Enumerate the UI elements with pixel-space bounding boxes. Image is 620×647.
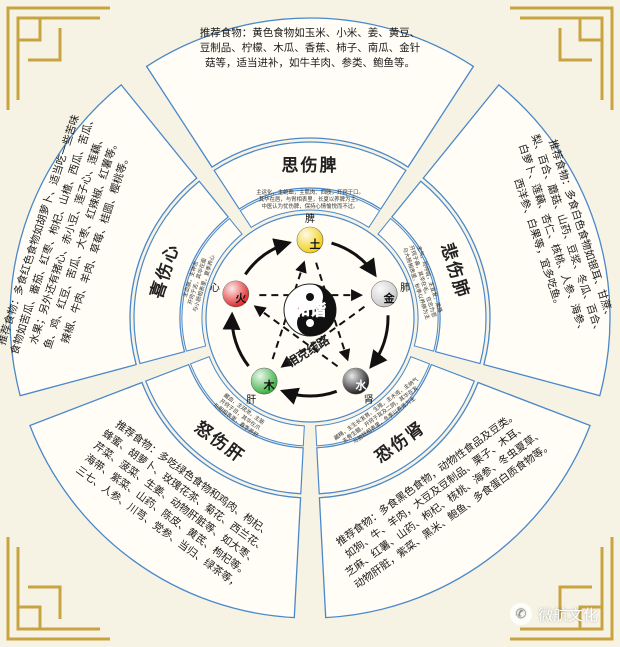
fire-ball-sheen bbox=[222, 280, 249, 307]
food-line-group: 豆制品、柠檬、木瓜、香蕉、柿子、南瓜、金针 bbox=[200, 41, 421, 54]
title-sector bbox=[316, 363, 476, 495]
food-line: 推荐食物：黄色食物如玉米、小米、姜、黄豆、 bbox=[200, 26, 421, 39]
water-ball-sheen bbox=[342, 368, 369, 395]
outer-sector bbox=[318, 381, 591, 619]
metal-ball-sheen bbox=[371, 280, 398, 307]
earth-ball-sheen bbox=[297, 227, 323, 253]
inner-line: 主运化，主统血，主肌肉、四肢，开窍于口。 bbox=[256, 188, 364, 196]
ring-layers bbox=[9, 17, 611, 619]
inner-line-group: 中医认为忧伤脾，保持心情愉悦而不过。 bbox=[261, 202, 358, 210]
sector-title-top: 思伤脾 bbox=[282, 155, 339, 176]
generation-arrow bbox=[222, 311, 250, 367]
title-sector bbox=[133, 180, 230, 365]
center-title: 和谐 bbox=[294, 300, 326, 319]
generation-arrow bbox=[244, 238, 292, 276]
food-line: 菇等，适当进补，如牛羊肉、参类、鲍鱼等。 bbox=[205, 56, 415, 69]
food-line-group: 菇等，适当进补，如牛羊肉、参类、鲍鱼等。 bbox=[205, 56, 415, 69]
water-char: 水 bbox=[355, 378, 367, 392]
inner-line-group: 其华在唇，与胃相表里，长夏以养脾为主。 bbox=[259, 195, 361, 203]
metal-char: 金 bbox=[383, 291, 396, 305]
generation-arrow bbox=[369, 315, 390, 369]
restraint-arrow bbox=[280, 305, 366, 368]
title-sector bbox=[144, 363, 304, 495]
wechat-icon: ✆ bbox=[509, 603, 532, 625]
outer-sector bbox=[422, 83, 611, 397]
inner-sector bbox=[377, 217, 439, 352]
earth-char: 土 bbox=[310, 237, 321, 251]
inner-line-group: 主运化，主统血，主肌肉、四肢，开窍于口。 bbox=[256, 188, 364, 196]
inner-line: 中医认为忧伤脾，保持心情愉悦而不过。 bbox=[261, 202, 358, 210]
inner-sector bbox=[239, 189, 381, 229]
wood-organ: 肝 bbox=[246, 394, 256, 406]
watermark: ✆ 微航文化 bbox=[509, 603, 598, 625]
inner-sector bbox=[315, 356, 431, 447]
generation-arrow bbox=[331, 241, 377, 278]
restraint-arrow bbox=[253, 305, 339, 368]
food-line-group: 推荐食物：黄色食物如玉米、小米、姜、黄豆、 bbox=[200, 26, 421, 39]
food-line: 豆制品、柠檬、木瓜、香蕉、柿子、南瓜、金针 bbox=[200, 41, 421, 54]
taiji-dot bbox=[306, 319, 314, 327]
earth-organ: 脾 bbox=[305, 212, 315, 225]
outer-sector bbox=[145, 17, 475, 168]
outer-sector bbox=[29, 381, 302, 619]
title-sector bbox=[390, 180, 487, 365]
wood-char: 木 bbox=[263, 378, 276, 392]
sector-title-group: 思伤脾 bbox=[282, 155, 339, 176]
corner-frame bbox=[6, 6, 614, 641]
fire-organ: 心 bbox=[210, 282, 220, 294]
inner-line: 其华在唇，与胃相表里，长夏以养脾为主。 bbox=[259, 195, 361, 203]
generation-arrow bbox=[279, 387, 338, 405]
fire-char: 火 bbox=[235, 292, 247, 305]
title-sector bbox=[213, 141, 407, 210]
watermark-text: 微航文化 bbox=[537, 605, 598, 624]
water-organ: 肾 bbox=[364, 394, 374, 406]
metal-organ: 肺 bbox=[400, 282, 410, 294]
inner-sector bbox=[189, 356, 305, 447]
taiji-dot bbox=[306, 293, 314, 301]
outer-sector bbox=[9, 83, 198, 397]
inner-sector bbox=[181, 217, 243, 352]
wood-ball-sheen bbox=[251, 368, 278, 395]
